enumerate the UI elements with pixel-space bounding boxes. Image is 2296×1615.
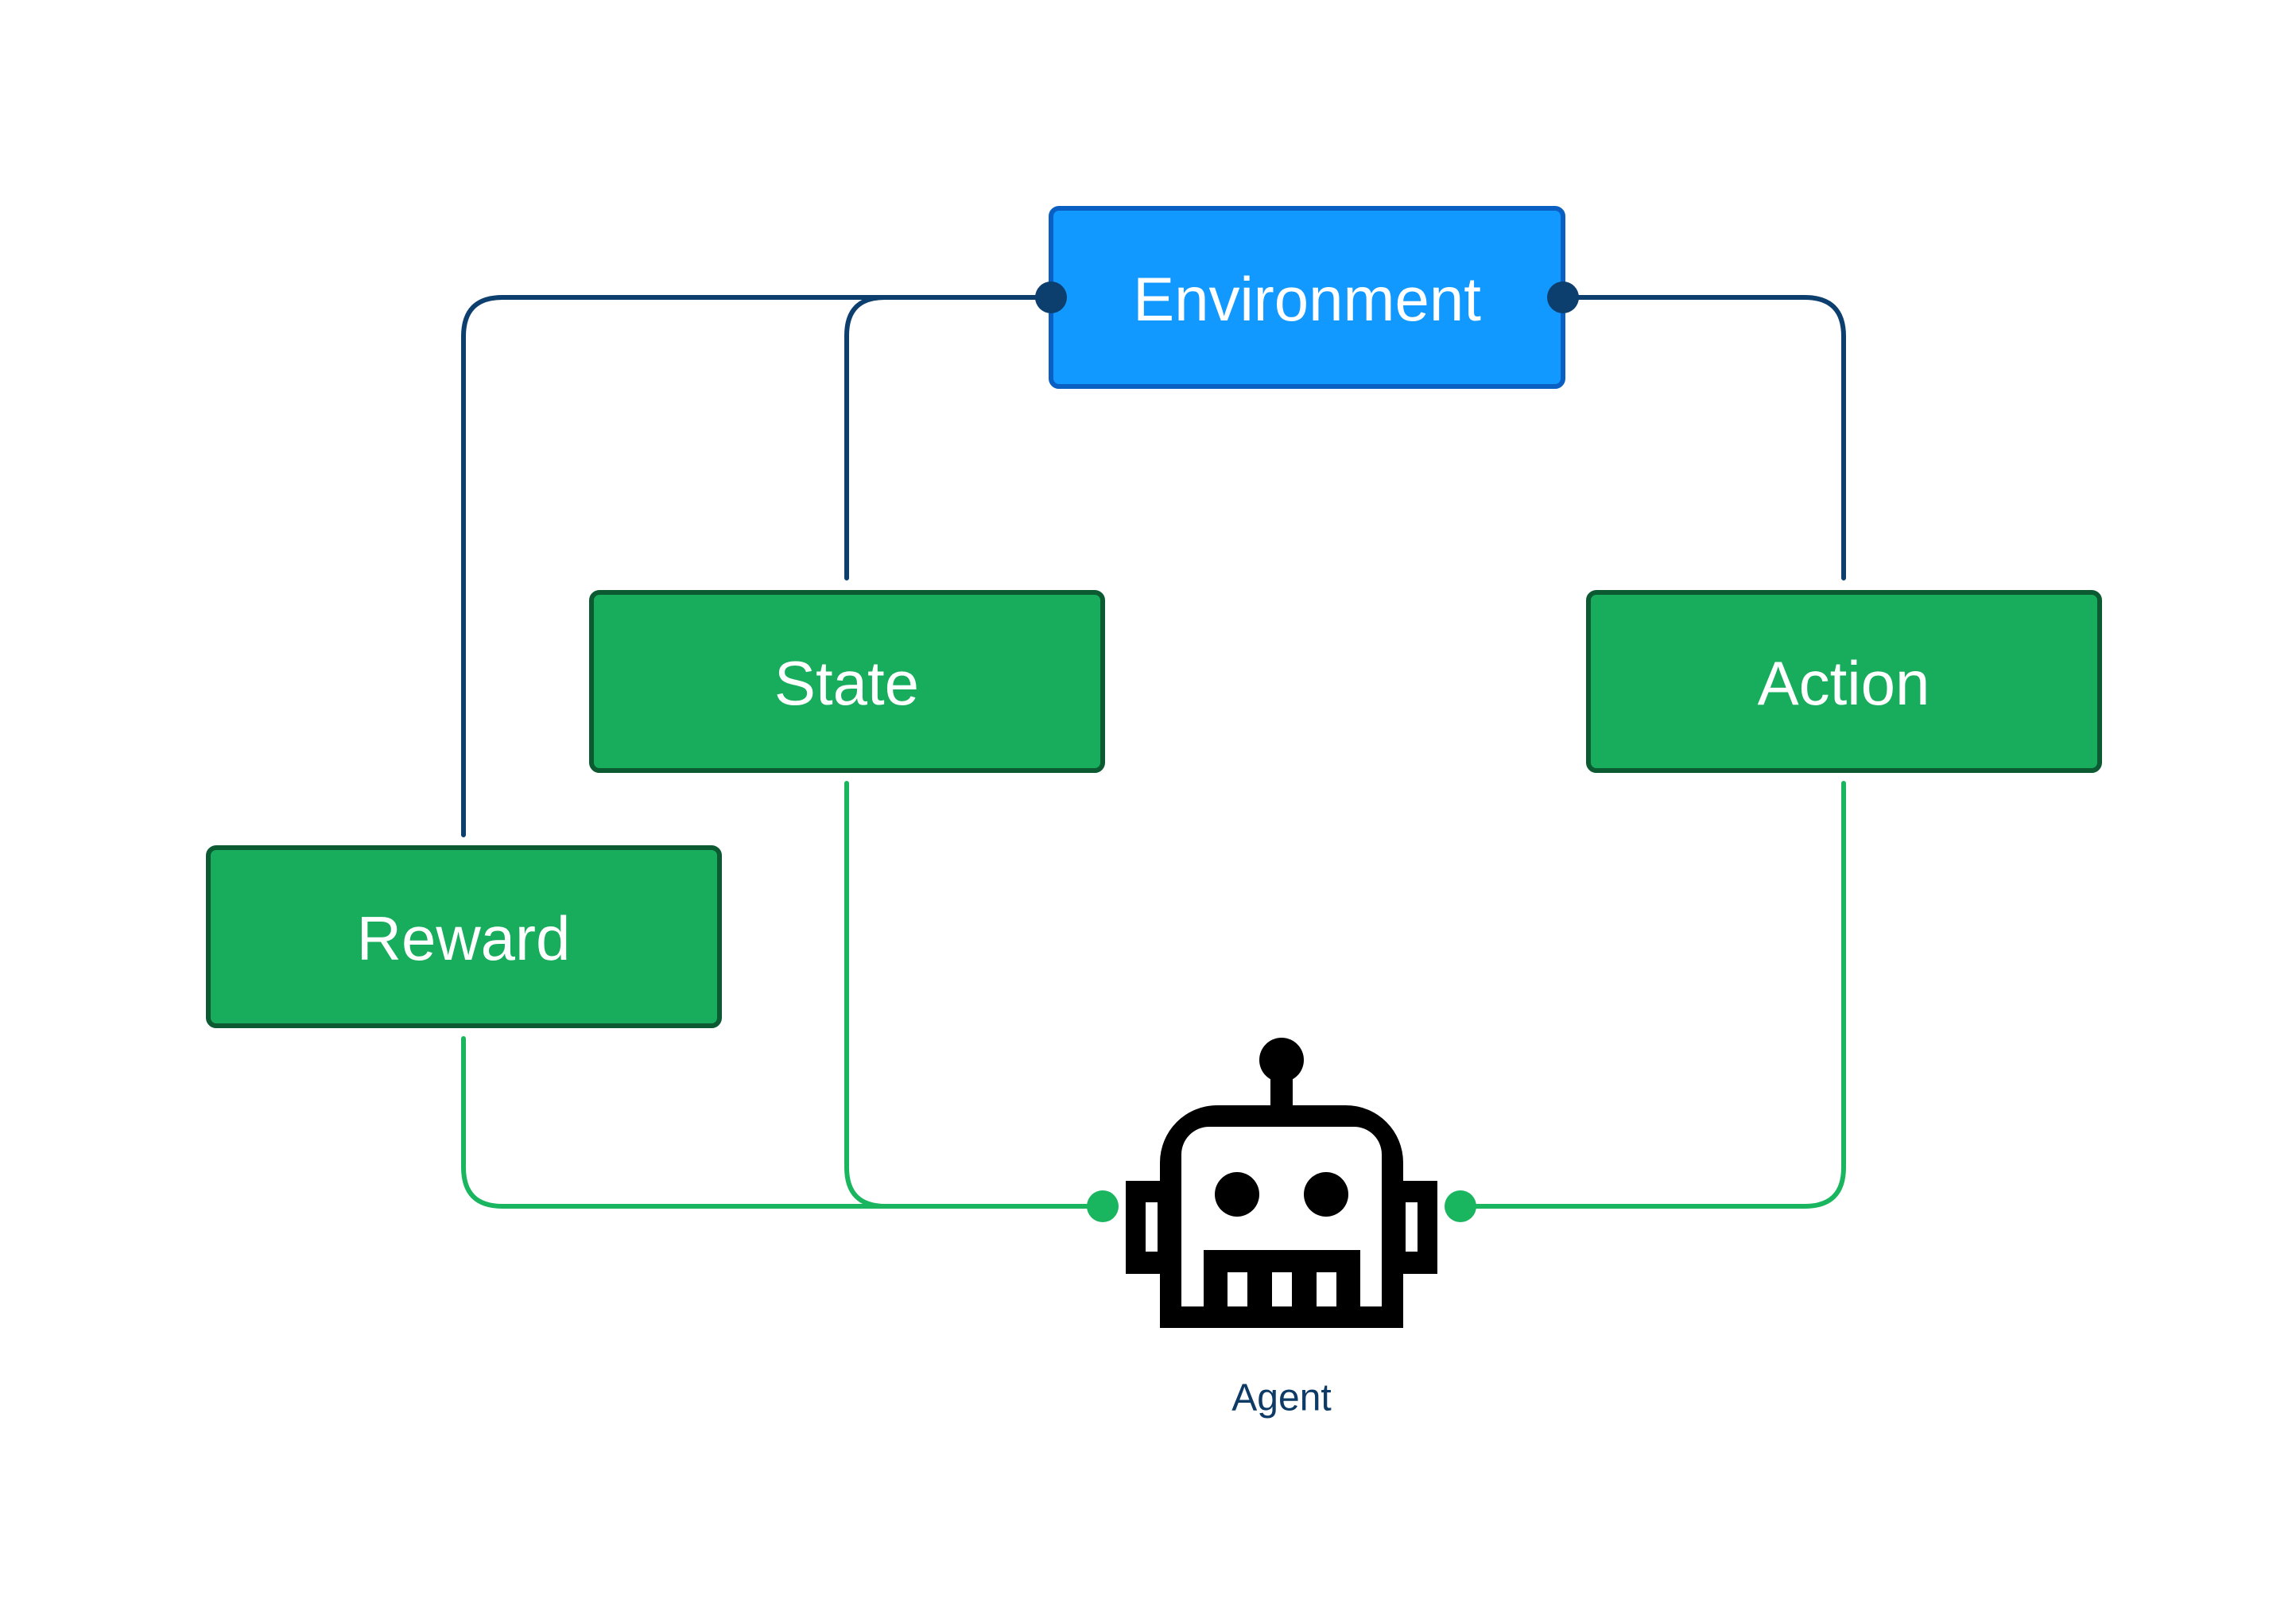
state-node[interactable]: State (589, 590, 1105, 773)
agent-left-port (1087, 1190, 1119, 1222)
connector-reward-to-agent (461, 1036, 1105, 1209)
environment-label: Environment (1133, 264, 1481, 334)
connector-environment-to-reward (461, 295, 1052, 837)
agent-connectors (461, 781, 1846, 1209)
environment-connectors (461, 295, 1846, 837)
agent-label: Agent (1231, 1377, 1331, 1419)
action-node[interactable]: Action (1586, 590, 2102, 773)
agent-node[interactable]: Agent (1126, 1038, 1437, 1419)
environment-left-port (1035, 281, 1067, 313)
environment-node[interactable]: Environment (1049, 206, 1565, 389)
action-label: Action (1758, 648, 1930, 718)
robot-icon (1126, 1038, 1437, 1328)
agent-right-port (1445, 1190, 1476, 1222)
connector-environment-to-action (1559, 295, 1846, 580)
environment-right-port (1547, 281, 1579, 313)
state-label: State (774, 648, 919, 718)
connector-action-to-agent (1458, 781, 1846, 1209)
reward-box (206, 845, 722, 1028)
reward-node[interactable]: Reward (206, 845, 722, 1028)
action-box (1586, 590, 2102, 773)
state-box (589, 590, 1105, 773)
reward-label: Reward (357, 903, 571, 973)
connector-state-to-agent (844, 781, 1105, 1209)
connector-environment-to-state (844, 295, 1052, 580)
